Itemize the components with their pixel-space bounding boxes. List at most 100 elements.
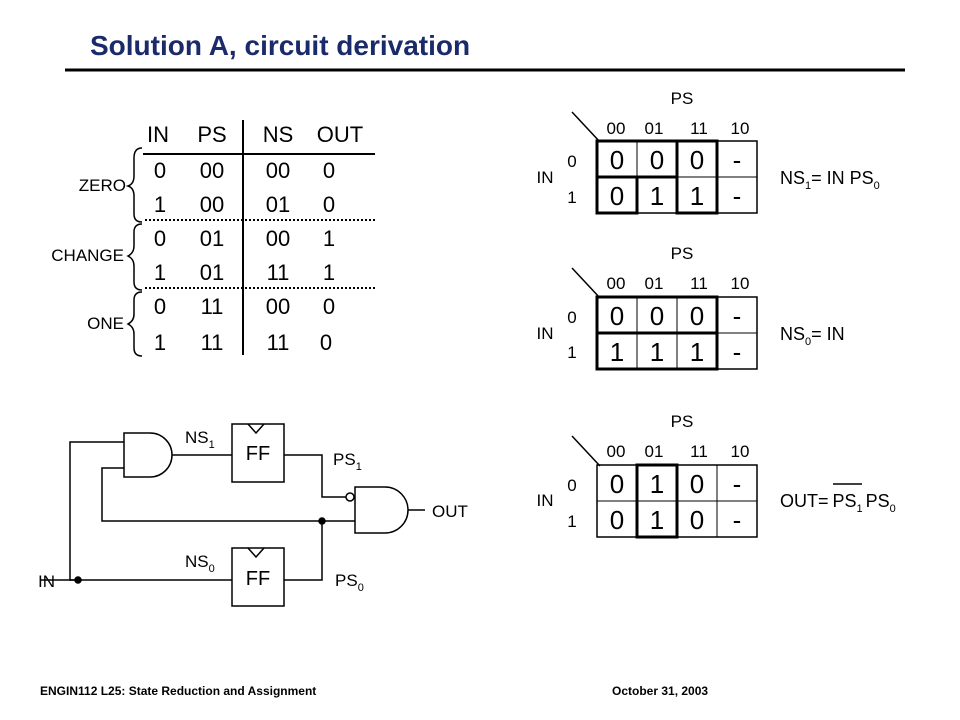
kmap-col-label: 00 — [607, 442, 626, 461]
table-cell: 01 — [200, 226, 224, 251]
kmap-equation: NS1= IN PS0 — [780, 168, 880, 192]
kmap-cell: 1 — [610, 337, 624, 367]
label-out: OUT — [432, 502, 468, 521]
table-row: 1 01 11 1 — [154, 260, 335, 285]
footer-date: October 31, 2003 — [612, 684, 709, 698]
kmap-cell: - — [733, 337, 742, 367]
clock-triangle — [247, 423, 265, 435]
kmap-col-label: 00 — [607, 119, 626, 138]
kmap-cell: 0 — [690, 301, 704, 331]
kmap-cell: 1 — [690, 337, 704, 367]
table-cell: 1 — [154, 260, 166, 285]
label-ps0: PS0 — [335, 571, 364, 594]
table-row: 0 01 00 1 — [154, 226, 335, 251]
kmap-group-loop — [595, 175, 639, 215]
kmap-cell: 0 — [610, 181, 624, 211]
table-cell: 00 — [266, 158, 290, 183]
state-table: IN PS NS OUT 0 00 00 0 1 00 01 0 0 01 — [51, 120, 375, 357]
kmap-cell: 1 — [650, 505, 664, 535]
kmap-col-label: 01 — [645, 119, 664, 138]
table-cell: 00 — [266, 294, 290, 319]
wire-ps1 — [284, 454, 346, 498]
kmap-top-label: PS — [671, 412, 694, 431]
group-brace-change — [126, 223, 143, 291]
table-cell: 01 — [200, 260, 224, 285]
kmap-corner-line — [571, 267, 601, 299]
kmap-col-label: 11 — [690, 442, 708, 461]
kmap-group-loop — [675, 139, 719, 215]
table-cell: 0 — [323, 294, 335, 319]
table-cell: 0 — [154, 294, 166, 319]
kmap-cell: - — [733, 181, 742, 211]
group-label-zero: ZERO — [79, 176, 126, 195]
and-gate-ns1 — [123, 432, 173, 478]
header-out: OUT — [317, 122, 363, 147]
group-label-one: ONE — [87, 314, 124, 333]
kmap-row-label: 1 — [567, 188, 576, 207]
kmap-col-label: 01 — [645, 442, 664, 461]
header-in: IN — [147, 122, 169, 147]
table-cell: 00 — [200, 158, 224, 183]
footer-course: ENGIN112 L25: State Reduction and Assign… — [40, 684, 317, 698]
kmap-col-label: 11 — [690, 274, 708, 293]
slide-title: Solution A, circuit derivation — [90, 30, 471, 61]
table-cell: 11 — [267, 260, 290, 285]
kmap-row-label: 0 — [567, 308, 576, 327]
kmap-out: PS 00 01 11 10 IN 0 1 0 1 0 - 0 1 0 - O — [537, 412, 896, 539]
table-cell: 1 — [154, 192, 166, 217]
table-cell: 00 — [266, 226, 290, 251]
table-cell: 00 — [200, 192, 224, 217]
kmap-group-loop — [635, 463, 679, 539]
kmap-cell: 0 — [610, 301, 624, 331]
kmap-col-label: 10 — [731, 119, 750, 138]
kmap-cell: 1 — [650, 181, 664, 211]
kmap-row-label: 1 — [567, 512, 576, 531]
header-ns: NS — [263, 122, 294, 147]
kmap-cell: 0 — [690, 505, 704, 535]
table-cell: 11 — [201, 294, 224, 319]
table-row: 0 00 00 0 — [154, 158, 335, 183]
table-cell: 1 — [323, 260, 335, 285]
inversion-bubble — [345, 492, 355, 502]
table-cell: 1 — [154, 330, 166, 355]
ff-label-0: FF — [246, 568, 270, 590]
junction-dot — [318, 517, 326, 525]
and-gate-out — [354, 486, 409, 534]
table-cell: 0 — [323, 192, 335, 217]
kmap-group-loop — [595, 331, 719, 371]
kmap-col-label: 01 — [645, 274, 664, 293]
header-ps: PS — [197, 122, 226, 147]
label-ns1: NS1 — [185, 428, 215, 451]
group-brace-zero — [125, 147, 143, 223]
label-ns0: NS0 — [185, 552, 215, 575]
kmap-cell: 1 — [690, 181, 704, 211]
kmap-cell: 0 — [690, 145, 704, 175]
kmap-row-label: 0 — [567, 152, 576, 171]
label-ps1: PS1 — [333, 450, 362, 473]
group-label-change: CHANGE — [51, 246, 124, 265]
table-row: 1 11 11 0 — [154, 330, 332, 355]
kmap-col-label: 11 — [690, 119, 708, 138]
table-cell: 11 — [201, 330, 224, 355]
kmap-side-label: IN — [537, 168, 554, 187]
table-cell: 0 — [154, 158, 166, 183]
kmap-cell: 1 — [650, 469, 664, 499]
kmap-cell: 0 — [690, 469, 704, 499]
table-cell: 11 — [267, 330, 290, 355]
table-cell: 0 — [320, 330, 332, 355]
wire-in-to-and — [69, 441, 124, 581]
table-cell: 0 — [154, 226, 166, 251]
circuit — [40, 423, 425, 607]
kmap-row-label: 1 — [567, 343, 576, 362]
kmap-cell: - — [733, 301, 742, 331]
kmap-top-label: PS — [671, 244, 694, 263]
ff-label-1: FF — [246, 443, 270, 465]
kmap-col-label: 10 — [731, 274, 750, 293]
group-brace-one — [126, 291, 143, 357]
kmap-equation: NS0= IN — [780, 324, 845, 348]
kmap-cell: 0 — [610, 469, 624, 499]
kmap-col-label: 00 — [607, 274, 626, 293]
kmap-side-label: IN — [537, 491, 554, 510]
